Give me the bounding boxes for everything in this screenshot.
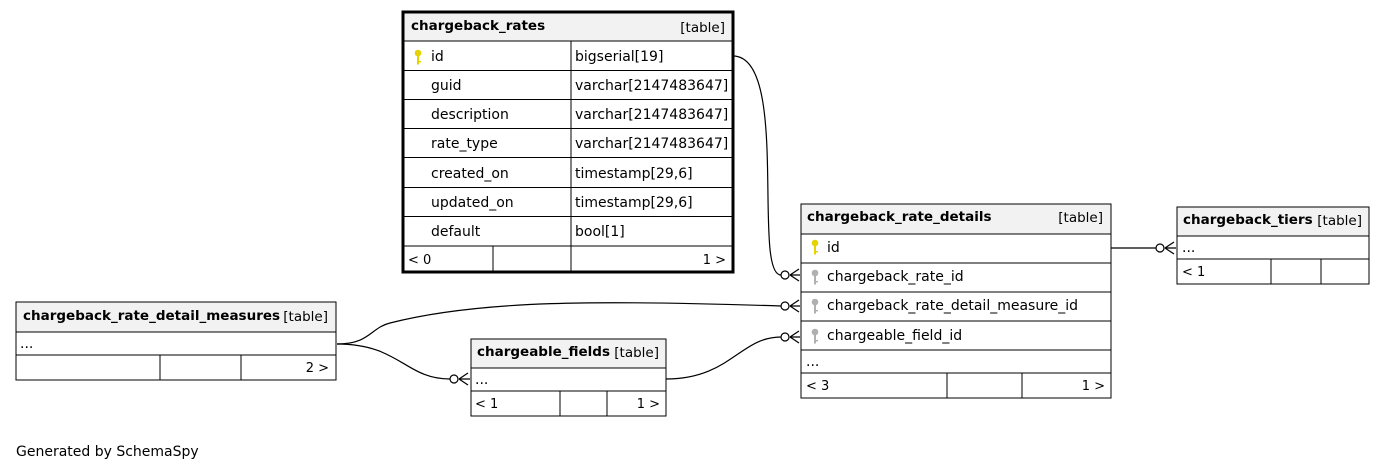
table-title: chargeback_rates [411,18,545,34]
table-header [471,339,666,368]
children-count: < 1 [1182,265,1205,280]
crowfoot-circle [449,374,459,384]
column-type: varchar[2147483647] [575,107,728,123]
table-chargeback-rates[interactable]: chargeback_rates [table] id guid descrip… [401,10,735,274]
table-chargeback-tiers[interactable]: chargeback_tiers [table] ... < 1 [1176,206,1370,285]
crowfoot [458,372,470,386]
more-columns: ... [806,354,819,370]
relationships [336,55,1176,386]
table-type-tag: [table] [283,309,328,325]
table-type-tag: [table] [614,345,659,361]
crowfoot [789,330,800,344]
table-header [16,302,336,332]
table-chargeable-fields[interactable]: chargeable_fields [table] ... < 1 1 > [470,338,667,417]
parents-count: 1 > [637,397,660,412]
column-name: id [827,240,840,256]
crowfoot-circle [1155,243,1165,253]
table-title: chargeback_tiers [1183,212,1313,228]
table-type-tag: [table] [1058,210,1103,226]
table-border [401,10,735,274]
column-type: bool[1] [575,224,625,240]
relation-fields-to-details [665,336,782,380]
table-border [1176,206,1370,285]
column-name: chargeable_field_id [827,328,962,344]
parents-count: 1 > [703,253,726,268]
table-chargeback-rate-details[interactable]: chargeback_rate_details [table] id charg… [800,203,1112,399]
more-columns: ... [20,336,33,352]
column-name: rate_type [431,136,498,152]
column-name: default [431,224,481,240]
column-name: created_on [431,166,509,182]
table-header [1177,207,1369,236]
column-type: varchar[2147483647] [575,136,728,152]
crowfoot [789,299,800,313]
more-columns: ... [475,372,488,388]
foreign-key-icon [811,298,819,314]
crowfoot [1164,241,1176,255]
relation-measures-to-details [336,302,782,345]
column-name: guid [431,78,462,94]
crowfoot-circle [780,270,790,280]
relation-measures-to-fields [336,343,451,380]
table-type-tag: [table] [1317,213,1362,229]
foreign-key-icon [811,328,819,344]
table-header [801,204,1111,234]
children-count: < 0 [408,253,431,268]
primary-key-icon [811,239,819,255]
primary-key-icon [414,49,422,65]
more-columns: ... [1182,240,1195,256]
column-name: id [431,49,444,65]
column-type: varchar[2147483647] [575,78,728,94]
parents-count: 1 > [1082,379,1105,394]
table-border [470,338,667,417]
column-type: timestamp[29,6] [575,195,693,211]
column-name: updated_on [431,195,514,211]
table-title: chargeback_rate_detail_measures [23,308,280,324]
children-count: < 3 [806,379,829,394]
crowfoot [789,268,800,282]
crowfoot-circle [780,301,790,311]
generated-by-note: Generated by SchemaSpy [16,444,199,460]
column-name: chargeback_rate_detail_measure_id [827,298,1078,314]
table-border [15,301,337,381]
table-border [800,203,1112,399]
column-type: bigserial[19] [575,49,663,65]
table-title: chargeback_rate_details [807,209,992,225]
relation-rates-to-details [732,55,782,276]
table-type-tag: [table] [680,20,725,36]
column-name: chargeback_rate_id [827,269,964,285]
table-header [403,12,733,41]
table-title: chargeable_fields [477,344,610,360]
parents-count: 2 > [306,361,329,376]
table-chargeback-rate-detail-measures[interactable]: chargeback_rate_detail_measures [table] … [15,301,337,381]
column-name: description [431,107,509,123]
crowfoot-circle [780,332,790,342]
children-count: < 1 [475,397,498,412]
column-type: timestamp[29,6] [575,166,693,182]
foreign-key-icon [811,269,819,285]
